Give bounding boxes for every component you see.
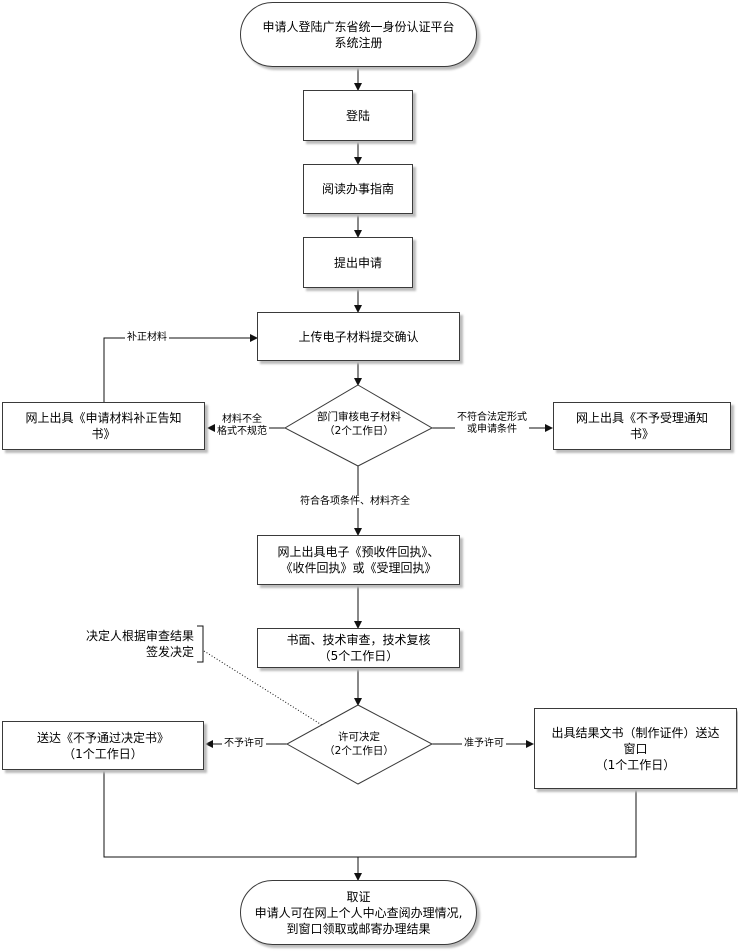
deny-deliver-line-2: （1个工作日） xyxy=(63,746,143,761)
deny-deliver-line-1: 送达《不予通过决定书》 xyxy=(36,730,169,745)
start-line-1: 申请人登陆广东省统一身份认证平台 xyxy=(262,19,455,34)
arrow-supplement-upload xyxy=(103,334,258,402)
read-guide-step: 阅读办事指南 xyxy=(303,164,413,214)
start-node: 申请人登陆广东省统一身份认证平台 系统注册 xyxy=(240,2,477,67)
upload-step: 上传电子材料提交确认 xyxy=(257,312,460,361)
review-diamond xyxy=(283,384,434,467)
annotation-line-2: 签发决定 xyxy=(145,645,194,659)
incomplete-line-1: 材料不全 xyxy=(222,414,262,425)
approve-deliver-line-3: （1个工作日） xyxy=(595,757,676,772)
review-line-1: 部门审核电子材料 xyxy=(317,411,401,423)
end-line-1: 取证 xyxy=(346,889,371,904)
review-text: 部门审核电子材料 （2个工作日） xyxy=(300,410,418,438)
receipt-step: 网上出具电子《预收件回执》、 《收件回执》或《受理回执》 xyxy=(257,535,460,585)
decision-diamond xyxy=(285,704,434,785)
supplement-notice-step: 网上出具《申请材料补正告知 书》 xyxy=(2,402,205,450)
not-conform-label: 不符合法定形式 或申请条件 xyxy=(455,412,529,436)
decision-line-2: （2个工作日） xyxy=(324,745,394,757)
start-line-2: 系统注册 xyxy=(334,35,383,50)
tech-review-step: 书面、技术审查，技术复核 （5个工作日） xyxy=(257,628,460,668)
submit-label: 提出申请 xyxy=(333,255,382,270)
deny-deliver-step: 送达《不予通过决定书》 （1个工作日） xyxy=(2,721,204,770)
supplement-notice-line-2: 书》 xyxy=(91,427,116,441)
conform-label: 符合各项条件、材料齐全 xyxy=(298,496,412,508)
end-line-3: 到窗口领取或邮寄办理结果 xyxy=(286,921,431,936)
decision-line-1: 许可决定 xyxy=(338,731,380,743)
annotation-line-1: 决定人根据审查结果 xyxy=(85,629,194,643)
supplement-notice-line-1: 网上出具《申请材料补正告知 xyxy=(25,411,182,425)
approve-deliver-line-1: 出具结果文书（制作证件）送达 xyxy=(551,725,720,740)
tech-review-line-1: 书面、技术审查，技术复核 xyxy=(286,633,431,647)
read-guide-label: 阅读办事指南 xyxy=(321,182,394,196)
line-deny-merge xyxy=(103,770,637,858)
not-conform-line-2: 或申请条件 xyxy=(467,424,517,435)
end-line-2: 申请人可在网上个人中心查阅办理情况, xyxy=(254,905,463,920)
submit-step: 提出申请 xyxy=(303,237,413,288)
approve-deliver-step: 出具结果文书（制作证件）送达 窗口 （1个工作日） xyxy=(534,708,737,789)
end-node: 取证 申请人可在网上个人中心查阅办理情况, 到窗口领取或邮寄办理结果 xyxy=(240,880,477,945)
tech-review-line-2: （5个工作日） xyxy=(318,649,399,663)
decision-annotation: 决定人根据审查结果 签发决定 xyxy=(62,628,194,660)
login-step: 登陆 xyxy=(303,90,413,141)
reject-notice-line-1: 网上出具《不予受理通知 xyxy=(575,411,708,425)
incomplete-line-2: 格式不规范 xyxy=(217,426,267,437)
reject-notice-line-2: 书》 xyxy=(629,427,654,441)
supplement-label: 补正材料 xyxy=(125,332,169,344)
deny-label: 不予许可 xyxy=(222,738,266,750)
receipt-line-2: 《收件回执》或《受理回执》 xyxy=(280,561,437,575)
receipt-line-1: 网上出具电子《预收件回执》、 xyxy=(277,545,440,559)
login-label: 登陆 xyxy=(345,108,370,123)
not-conform-line-1: 不符合法定形式 xyxy=(457,412,527,423)
annotation-bracket xyxy=(197,625,204,663)
approve-deliver-line-2: 窗口 xyxy=(623,741,648,756)
reject-notice-step: 网上出具《不予受理通知 书》 xyxy=(553,402,731,450)
review-line-2: （2个工作日） xyxy=(324,425,394,437)
upload-label: 上传电子材料提交确认 xyxy=(298,329,419,344)
incomplete-label: 材料不全 格式不规范 xyxy=(215,414,269,438)
approve-label: 准予许可 xyxy=(462,738,506,750)
decision-text: 许可决定 （2个工作日） xyxy=(300,730,418,758)
